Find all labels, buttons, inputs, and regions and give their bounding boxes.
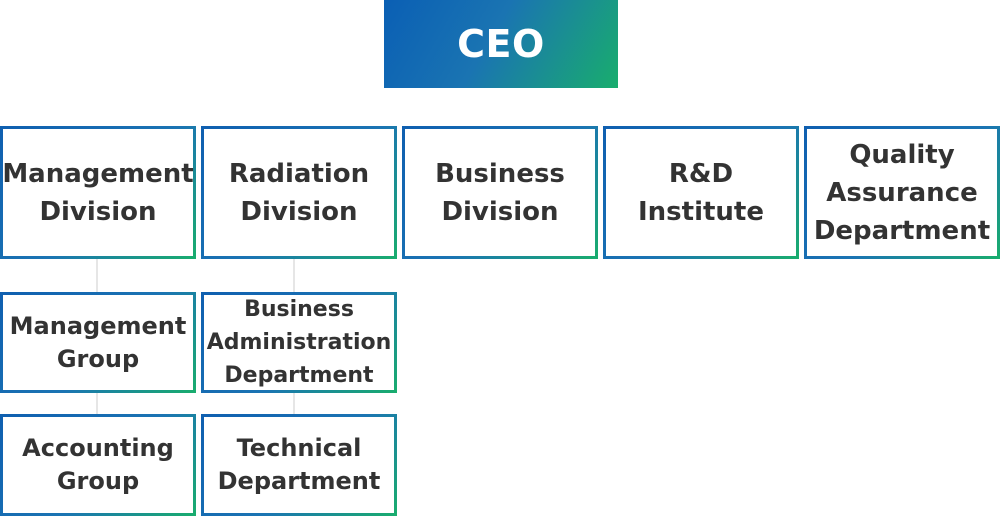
management-group-box: Management Group	[0, 292, 196, 393]
radiation-division-label: Radiation Division	[228, 158, 370, 227]
ceo-box: CEO	[384, 0, 618, 88]
rd-institute-box: R&D Institute	[603, 126, 799, 259]
business-division-box: Business Division	[402, 126, 598, 259]
business-division-label: Business Division	[435, 158, 565, 227]
quality-assurance-department-label: Quality Assurance Department	[813, 139, 991, 246]
management-group-label: Management Group	[9, 311, 187, 373]
accounting-group-label: Accounting Group	[22, 434, 174, 495]
accounting-group-box: Accounting Group	[0, 414, 196, 516]
management-division-label: Management Division	[2, 158, 194, 227]
technical-department-label: Technical Department	[217, 434, 381, 495]
management-division-box: Management Division	[0, 126, 196, 259]
business-administration-department-box: Business Administration Department	[201, 292, 397, 393]
technical-department-box: Technical Department	[201, 414, 397, 516]
business-administration-department-label: Business Administration Department	[206, 297, 392, 388]
ceo-label: CEO	[457, 22, 545, 66]
quality-assurance-department-box: Quality Assurance Department	[804, 126, 1000, 259]
rd-institute-label: R&D Institute	[637, 158, 764, 227]
radiation-division-box: Radiation Division	[201, 126, 397, 259]
